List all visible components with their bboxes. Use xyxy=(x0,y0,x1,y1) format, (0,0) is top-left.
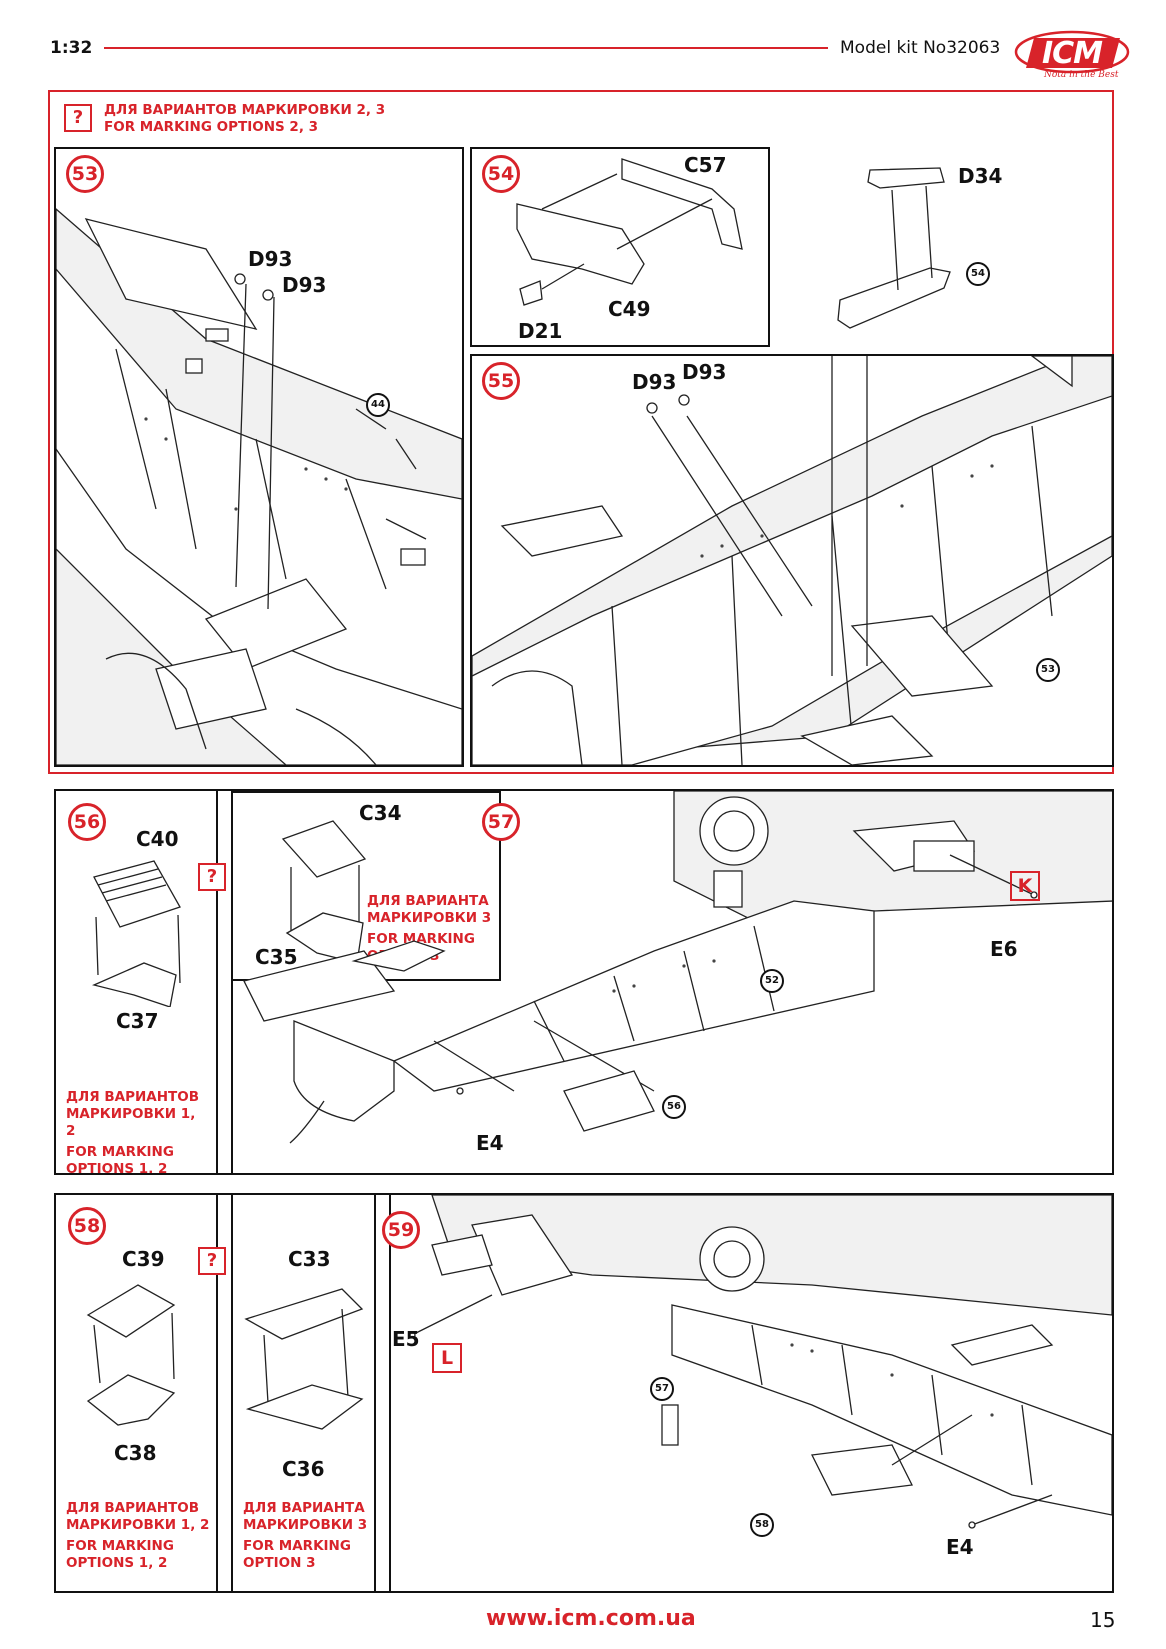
part-label: C35 xyxy=(255,945,298,969)
part-label: E4 xyxy=(476,1131,504,1155)
logo-text: ICM xyxy=(1042,36,1103,71)
option-note-en: FOR MARKING OPTIONS 1, 2 xyxy=(66,1144,174,1175)
question-icon: ? xyxy=(198,863,226,891)
step-number: 56 xyxy=(68,803,106,841)
part-label: D93 xyxy=(282,273,327,297)
step-reference: 44 xyxy=(366,393,390,417)
step-57-drawing xyxy=(243,791,1112,1144)
part-label: C49 xyxy=(608,297,651,321)
step-55-drawing xyxy=(472,356,1112,765)
kit-number: Model kit No32063 xyxy=(840,38,1001,58)
part-label: C40 xyxy=(136,827,179,851)
part-label: D93 xyxy=(682,360,727,384)
part-label: C38 xyxy=(114,1441,157,1465)
logo-swoosh-icon xyxy=(1014,30,1130,74)
step-55-panel: 55 D93 D93 54 53 xyxy=(470,354,1114,767)
part-label: E4 xyxy=(946,1535,974,1559)
scale-label: 1:32 xyxy=(50,38,93,58)
step-56-57-panel: 56 C40 C37 ДЛЯ ВАРИАНТОВ МАРКИРОВКИ 1, 2… xyxy=(54,789,1114,1175)
part-label: E5 xyxy=(392,1327,420,1351)
part-label: C33 xyxy=(288,1247,331,1271)
step-53-panel: 53 D93 D93 44 xyxy=(54,147,464,767)
top-note: ДЛЯ ВАРИАНТОВ МАРКИРОВКИ 2, 3 FOR MARKIN… xyxy=(104,102,385,136)
column-divider xyxy=(216,791,233,1173)
part-label: D21 xyxy=(518,319,563,343)
option-note-en: FOR MARKING OPTION 3 xyxy=(243,1538,351,1571)
step-reference: 54 xyxy=(966,262,990,286)
column-divider xyxy=(374,1195,391,1591)
option-note: ДЛЯ ВАРИАНТОВ МАРКИРОВКИ 1, 2 FOR MARKIN… xyxy=(66,1500,211,1572)
step-reference: 56 xyxy=(662,1095,686,1119)
part-label: C34 xyxy=(359,801,402,825)
step-number: 58 xyxy=(68,1207,106,1245)
c34-c35-drawing xyxy=(281,820,367,964)
part-label: D93 xyxy=(632,370,677,394)
part-label: C57 xyxy=(684,153,727,177)
step-number: 57 xyxy=(482,803,520,841)
option-note-en: FOR MARKING OPTIONS 1, 2 xyxy=(66,1538,174,1571)
part-label: D34 xyxy=(958,164,1003,188)
step-reference: 58 xyxy=(750,1513,774,1537)
callout-letter: K xyxy=(1010,871,1040,901)
step-number: 55 xyxy=(482,362,520,400)
page-number: 15 xyxy=(1090,1608,1116,1632)
step-reference: 57 xyxy=(650,1377,674,1401)
question-icon: ? xyxy=(198,1247,226,1275)
step-53-drawing xyxy=(56,208,462,765)
part-label: D93 xyxy=(248,247,293,271)
step-number: 53 xyxy=(66,155,104,193)
c40-c37-drawing xyxy=(91,860,181,1007)
step-number: 54 xyxy=(482,155,520,193)
logo-tagline: Nota in the Best xyxy=(1044,70,1119,80)
top-note-en: FOR MARKING OPTIONS 2, 3 xyxy=(104,119,319,135)
part-label: E6 xyxy=(990,937,1018,961)
top-note-ru: ДЛЯ ВАРИАНТОВ МАРКИРОВКИ 2, 3 xyxy=(104,102,386,118)
callout-letter: L xyxy=(432,1343,462,1373)
option-note-ru: ДЛЯ ВАРИАНТА МАРКИРОВКИ 3 xyxy=(367,893,492,926)
question-icon: ? xyxy=(64,104,92,132)
option-note: ДЛЯ ВАРИАНТА МАРКИРОВКИ 3 FOR MARKING OP… xyxy=(243,1500,373,1572)
option-3-box: C34 C35 ДЛЯ ВАРИАНТА МАРКИРОВКИ 3 FOR MA… xyxy=(231,791,501,981)
part-label: C36 xyxy=(282,1457,325,1481)
step-reference: 52 xyxy=(760,969,784,993)
step-58-59-panel: 58 C39 C38 ДЛЯ ВАРИАНТОВ МАРКИРОВКИ 1, 2… xyxy=(54,1193,1114,1593)
option-note-ru: ДЛЯ ВАРИАНТА МАРКИРОВКИ 3 xyxy=(243,1500,368,1533)
option-note-ru: ДЛЯ ВАРИАНТОВ МАРКИРОВКИ 1, 2 xyxy=(66,1089,199,1139)
step-number: 59 xyxy=(382,1211,420,1249)
part-label: C37 xyxy=(116,1009,159,1033)
c39-c38-drawing xyxy=(86,1284,176,1426)
c33-c36-drawing xyxy=(244,1288,364,1430)
column-divider xyxy=(216,1195,233,1591)
step-54-drawing xyxy=(516,158,743,306)
header-rule xyxy=(104,47,828,49)
website-link[interactable]: www.icm.com.ua xyxy=(486,1606,696,1631)
option-note: ДЛЯ ВАРИАНТОВ МАРКИРОВКИ 1, 2 FOR MARKIN… xyxy=(66,1089,206,1175)
step-54-panel: 54 C57 C49 D21 xyxy=(470,147,770,347)
step-reference: 53 xyxy=(1036,658,1060,682)
option-note-ru: ДЛЯ ВАРИАНТОВ МАРКИРОВКИ 1, 2 xyxy=(66,1500,210,1533)
d34-mount-drawing xyxy=(837,167,951,329)
icm-logo: ICM Nota in the Best xyxy=(1012,30,1130,84)
step-59-drawing xyxy=(408,1195,1112,1529)
part-label: C39 xyxy=(122,1247,165,1271)
